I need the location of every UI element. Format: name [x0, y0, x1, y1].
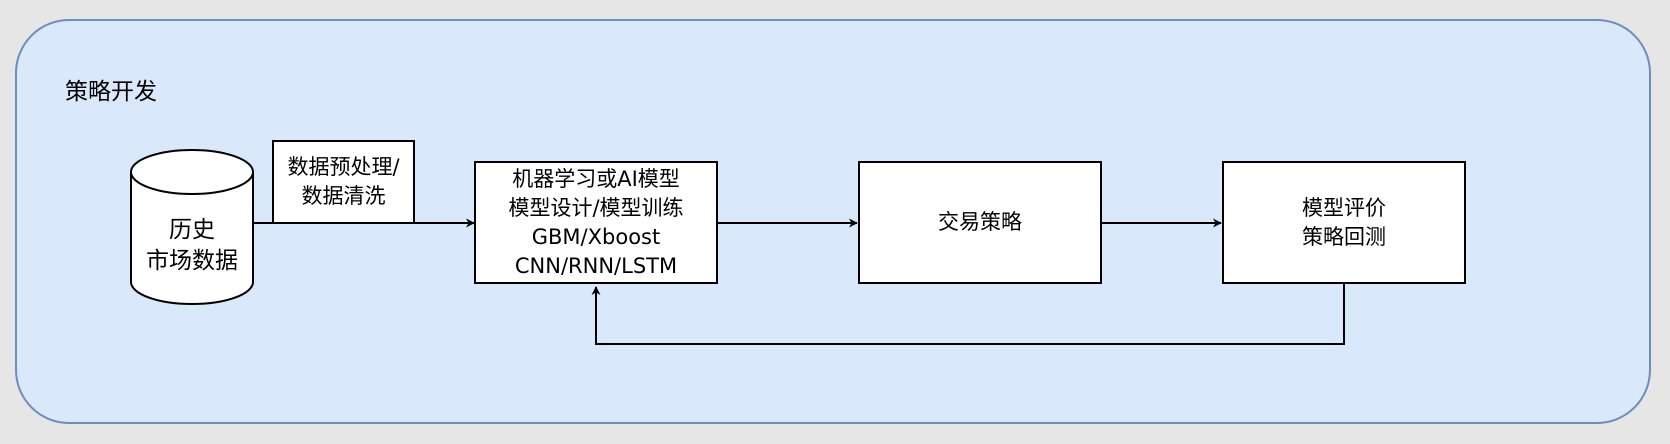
strategy-box: 交易策略 [858, 161, 1102, 284]
modeling-label: 机器学习或AI模型 模型设计/模型训练 GBM/Xboost CNN/RNN/L… [508, 166, 684, 278]
evaluation-box: 模型评价 策略回测 [1222, 161, 1466, 284]
strategy-label: 交易策略 [938, 210, 1022, 234]
evaluation-label: 模型评价 策略回测 [1302, 195, 1386, 249]
modeling-box: 机器学习或AI模型 模型设计/模型训练 GBM/Xboost CNN/RNN/L… [474, 161, 718, 284]
preprocess-label: 数据预处理/ 数据清洗 [272, 140, 415, 224]
data-source-label: 历史 市场数据 [146, 217, 238, 274]
edge-feedback-loop [591, 284, 1345, 345]
data-source-cylinder [130, 149, 254, 305]
group-title: 策略开发 [65, 79, 157, 105]
